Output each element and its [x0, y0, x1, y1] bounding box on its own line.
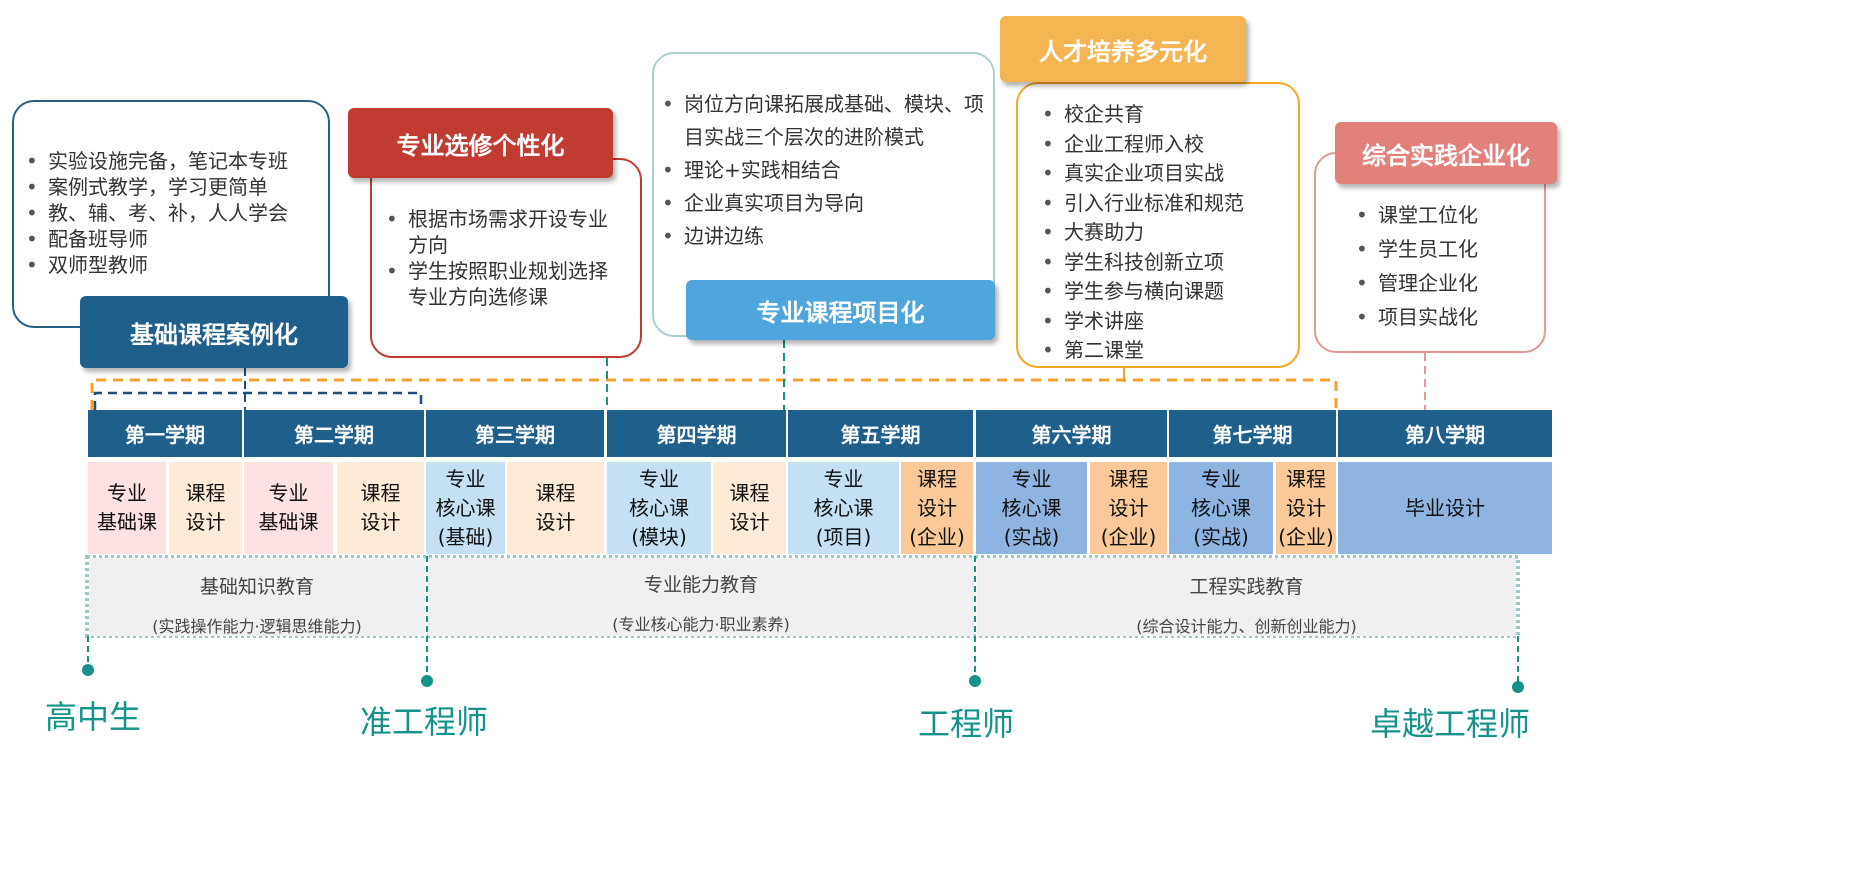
education-subtitle: (实践操作能力·逻辑思维能力) — [152, 617, 362, 636]
list-item: 企业真实项目为导向 — [656, 187, 986, 220]
course-cell: 专业 核心课 (实战) — [1169, 462, 1273, 554]
semester-6: 第六学期 — [976, 410, 1167, 457]
course-cell: 课程 设计 (企业) — [1276, 462, 1336, 554]
course-cell: 课程 设计 (企业) — [901, 462, 973, 554]
list-item: 根据市场需求开设专业方向 — [380, 206, 620, 258]
course-cell: 课程 设计 — [713, 462, 786, 554]
semester-4: 第四学期 — [607, 410, 786, 457]
education-title: 基础知识教育 — [199, 576, 314, 598]
course-cell: 专业 核心课 (项目) — [788, 462, 899, 554]
list-item: 双师型教师 — [20, 252, 328, 278]
education-basic: 基础知识教育 (实践操作能力·逻辑思维能力) — [89, 558, 425, 636]
education-engineering: 工程实践教育 (综合设计能力、创新创业能力) — [977, 558, 1516, 636]
list-item: 引入行业标准和规范 — [1036, 189, 1298, 219]
practice-box: 课堂工位化 学生员工化 管理企业化 项目实战化 — [1314, 152, 1546, 353]
stage-engineer: 工程师 — [918, 705, 1015, 743]
stage-high-school: 高中生 — [45, 698, 142, 736]
education-professional: 专业能力教育 (专业核心能力·职业素养) — [428, 558, 974, 636]
list-item: 实验设施完备，笔记本专班 — [20, 148, 328, 174]
practice-title: 综合实践企业化 — [1335, 122, 1557, 184]
diversified-box: 校企共育 企业工程师入校 真实企业项目实战 引入行业标准和规范 大赛助力 学生科… — [1016, 82, 1300, 368]
list-item: 课堂工位化 — [1350, 198, 1544, 232]
course-cell: 专业 基础课 — [88, 462, 166, 554]
list-item: 学生按照职业规划选择专业方向选修课 — [380, 258, 620, 310]
course-cell: 毕业设计 — [1338, 462, 1552, 554]
list-item: 配备班导师 — [20, 226, 328, 252]
stage-excellent-engineer: 卓越工程师 — [1370, 705, 1531, 743]
list-item: 理论+实践相结合 — [656, 154, 986, 187]
list-item: 学生参与横向课题 — [1036, 277, 1298, 307]
course-cell: 专业 基础课 — [244, 462, 333, 554]
list-item: 教、辅、考、补，人人学会 — [20, 200, 328, 226]
semester-5: 第五学期 — [788, 410, 973, 457]
list-item: 学生员工化 — [1350, 232, 1544, 266]
semester-8: 第八学期 — [1338, 410, 1552, 457]
education-subtitle: (专业核心能力·职业素养) — [612, 615, 790, 634]
list-item: 真实企业项目实战 — [1036, 159, 1298, 189]
course-cell: 专业 核心课 (基础) — [426, 462, 505, 554]
list-item: 边讲边练 — [656, 220, 986, 253]
course-cell: 课程 设计 (企业) — [1090, 462, 1167, 554]
education-title: 工程实践教育 — [1189, 576, 1304, 598]
semester-2: 第二学期 — [244, 410, 424, 457]
elective-title: 专业选修个性化 — [348, 108, 613, 178]
education-subtitle: (综合设计能力、创新创业能力) — [1136, 617, 1357, 636]
project-course-title: 专业课程项目化 — [686, 280, 995, 340]
course-cell: 专业 核心课 (实战) — [976, 462, 1087, 554]
diversified-title: 人才培养多元化 — [1000, 16, 1246, 82]
basic-course-box: 实验设施完备，笔记本专班 案例式教学，学习更简单 教、辅、考、补，人人学会 配备… — [12, 100, 330, 328]
list-item: 大赛助力 — [1036, 218, 1298, 248]
course-cell: 课程 设计 — [507, 462, 604, 554]
list-item: 校企共育 — [1036, 100, 1298, 130]
list-item: 学生科技创新立项 — [1036, 248, 1298, 278]
semester-3: 第三学期 — [426, 410, 604, 457]
basic-course-title: 基础课程案例化 — [80, 296, 348, 368]
semester-7: 第七学期 — [1169, 410, 1336, 457]
list-item: 管理企业化 — [1350, 266, 1544, 300]
elective-box: 根据市场需求开设专业方向 学生按照职业规划选择专业方向选修课 — [370, 158, 642, 358]
stage-quasi-engineer: 准工程师 — [360, 703, 489, 741]
course-cell: 课程 设计 — [169, 462, 242, 554]
list-item: 企业工程师入校 — [1036, 130, 1298, 160]
list-item: 案例式教学，学习更简单 — [20, 174, 328, 200]
list-item: 学术讲座 — [1036, 307, 1298, 337]
list-item: 项目实战化 — [1350, 300, 1544, 334]
list-item: 岗位方向课拓展成基础、模块、项目实战三个层次的进阶模式 — [656, 88, 986, 154]
course-cell: 专业 核心课 (模块) — [607, 462, 711, 554]
education-title: 专业能力教育 — [643, 574, 758, 596]
semester-1: 第一学期 — [88, 410, 242, 457]
course-cell: 课程 设计 — [337, 462, 424, 554]
list-item: 第二课堂 — [1036, 336, 1298, 366]
